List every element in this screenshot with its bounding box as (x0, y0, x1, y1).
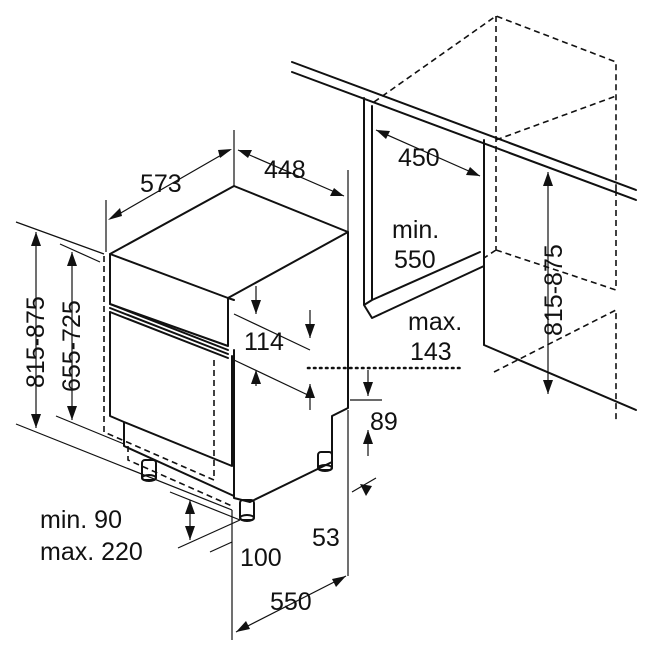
label-height-inner: 655-725 (58, 300, 86, 392)
dashed-cabinet-bottom (493, 308, 617, 420)
label-100: 100 (240, 544, 282, 572)
label-device-550: 550 (270, 588, 312, 616)
dishwasher-top (109, 185, 349, 299)
label-min: min. (392, 216, 439, 244)
dishwasher-door (109, 311, 235, 497)
control-panel-rail (109, 303, 229, 359)
label-niche-550: 550 (394, 246, 436, 274)
label-min-90: min. 90 (40, 506, 122, 534)
label-143: 143 (410, 338, 452, 366)
label-53: 53 (312, 524, 340, 552)
label-89: 89 (370, 408, 398, 436)
label-450: 450 (398, 144, 440, 172)
foot-front-right-base (239, 514, 255, 522)
label-niche-height: 815-875 (540, 244, 568, 336)
label-max: max. (408, 308, 462, 336)
label-height-left: 815-875 (22, 296, 50, 388)
cabinet-side-panel (363, 97, 485, 319)
door-panel-outline (103, 256, 215, 482)
label-573: 573 (140, 170, 182, 198)
dishwasher (103, 185, 349, 522)
cabinet-back-wall (483, 139, 637, 411)
label-448: 448 (264, 156, 306, 184)
label-114: 114 (244, 328, 284, 356)
dishwasher-side (227, 231, 349, 503)
foot-front-left-base (141, 474, 157, 482)
dashed-cabinet-top (373, 15, 617, 291)
dimension-labels: 573 448 450 min. 550 815-875 815-875 655… (22, 144, 568, 616)
installation-niche (291, 15, 637, 420)
worktop (291, 61, 637, 201)
foot-front-right (239, 499, 255, 521)
dimension-lines (15, 129, 553, 640)
label-max-220: max. 220 (40, 538, 143, 566)
control-panel-front (109, 253, 229, 347)
inner-outline (127, 446, 233, 507)
foot-back-right-base (317, 464, 333, 472)
